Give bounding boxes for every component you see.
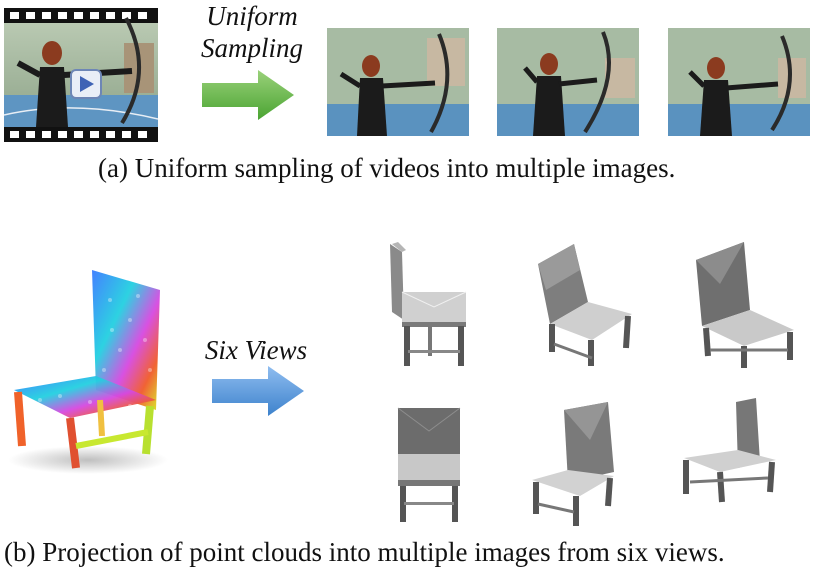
caption-a: (a) Uniform sampling of videos into mult… bbox=[98, 153, 676, 183]
chair-view-5 bbox=[528, 400, 628, 530]
sampled-frame-3 bbox=[668, 28, 810, 136]
video-thumbnail bbox=[4, 8, 158, 142]
panel-a: Uniform Sampling bbox=[0, 0, 814, 190]
uniform-sampling-label-line2: Sampling bbox=[200, 33, 303, 63]
panel-b: Six Views bbox=[0, 210, 814, 572]
uniform-sampling-label-line1: Uniform bbox=[206, 1, 298, 31]
chair-view-2 bbox=[530, 240, 640, 370]
caption-b: (b) Projection of point clouds into mult… bbox=[4, 537, 725, 567]
six-views-label: Six Views bbox=[204, 335, 308, 365]
sampling-arrow-icon bbox=[202, 70, 294, 120]
projection-arrow-icon bbox=[212, 366, 304, 416]
sampled-frame-2 bbox=[497, 28, 639, 136]
chair-view-1 bbox=[380, 240, 480, 370]
chair-view-4 bbox=[394, 406, 464, 526]
chair-view-6 bbox=[680, 398, 790, 508]
chair-view-3 bbox=[690, 240, 800, 370]
play-icon[interactable] bbox=[70, 69, 102, 99]
uniform-sampling-label: Uniform Sampling bbox=[188, 0, 316, 64]
sampled-frame-1 bbox=[327, 28, 469, 136]
point-cloud-chair bbox=[0, 260, 180, 480]
